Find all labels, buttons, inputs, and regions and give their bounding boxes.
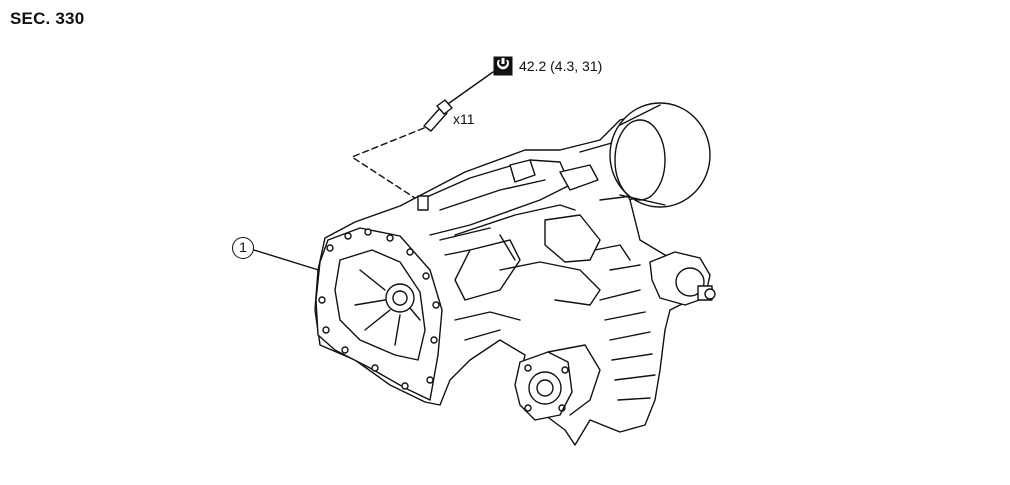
torque-leader-line <box>444 71 494 107</box>
front-output-flange <box>514 344 601 421</box>
section-title: SEC. 330 <box>10 9 85 28</box>
bolt <box>423 99 453 132</box>
bolt-dashed-line <box>351 127 425 201</box>
actuator-motor <box>649 251 716 306</box>
bolt-quantity: x11 <box>453 111 475 127</box>
callout-1: 1 <box>232 237 254 259</box>
torque-spec: 42.2 (4.3, 31) <box>493 56 602 76</box>
rear-end-cap <box>609 102 711 208</box>
torque-wrench-icon <box>493 56 513 76</box>
front-flange <box>315 227 443 401</box>
torque-value: 42.2 (4.3, 31) <box>519 58 603 74</box>
callout-leader-line <box>253 249 326 273</box>
